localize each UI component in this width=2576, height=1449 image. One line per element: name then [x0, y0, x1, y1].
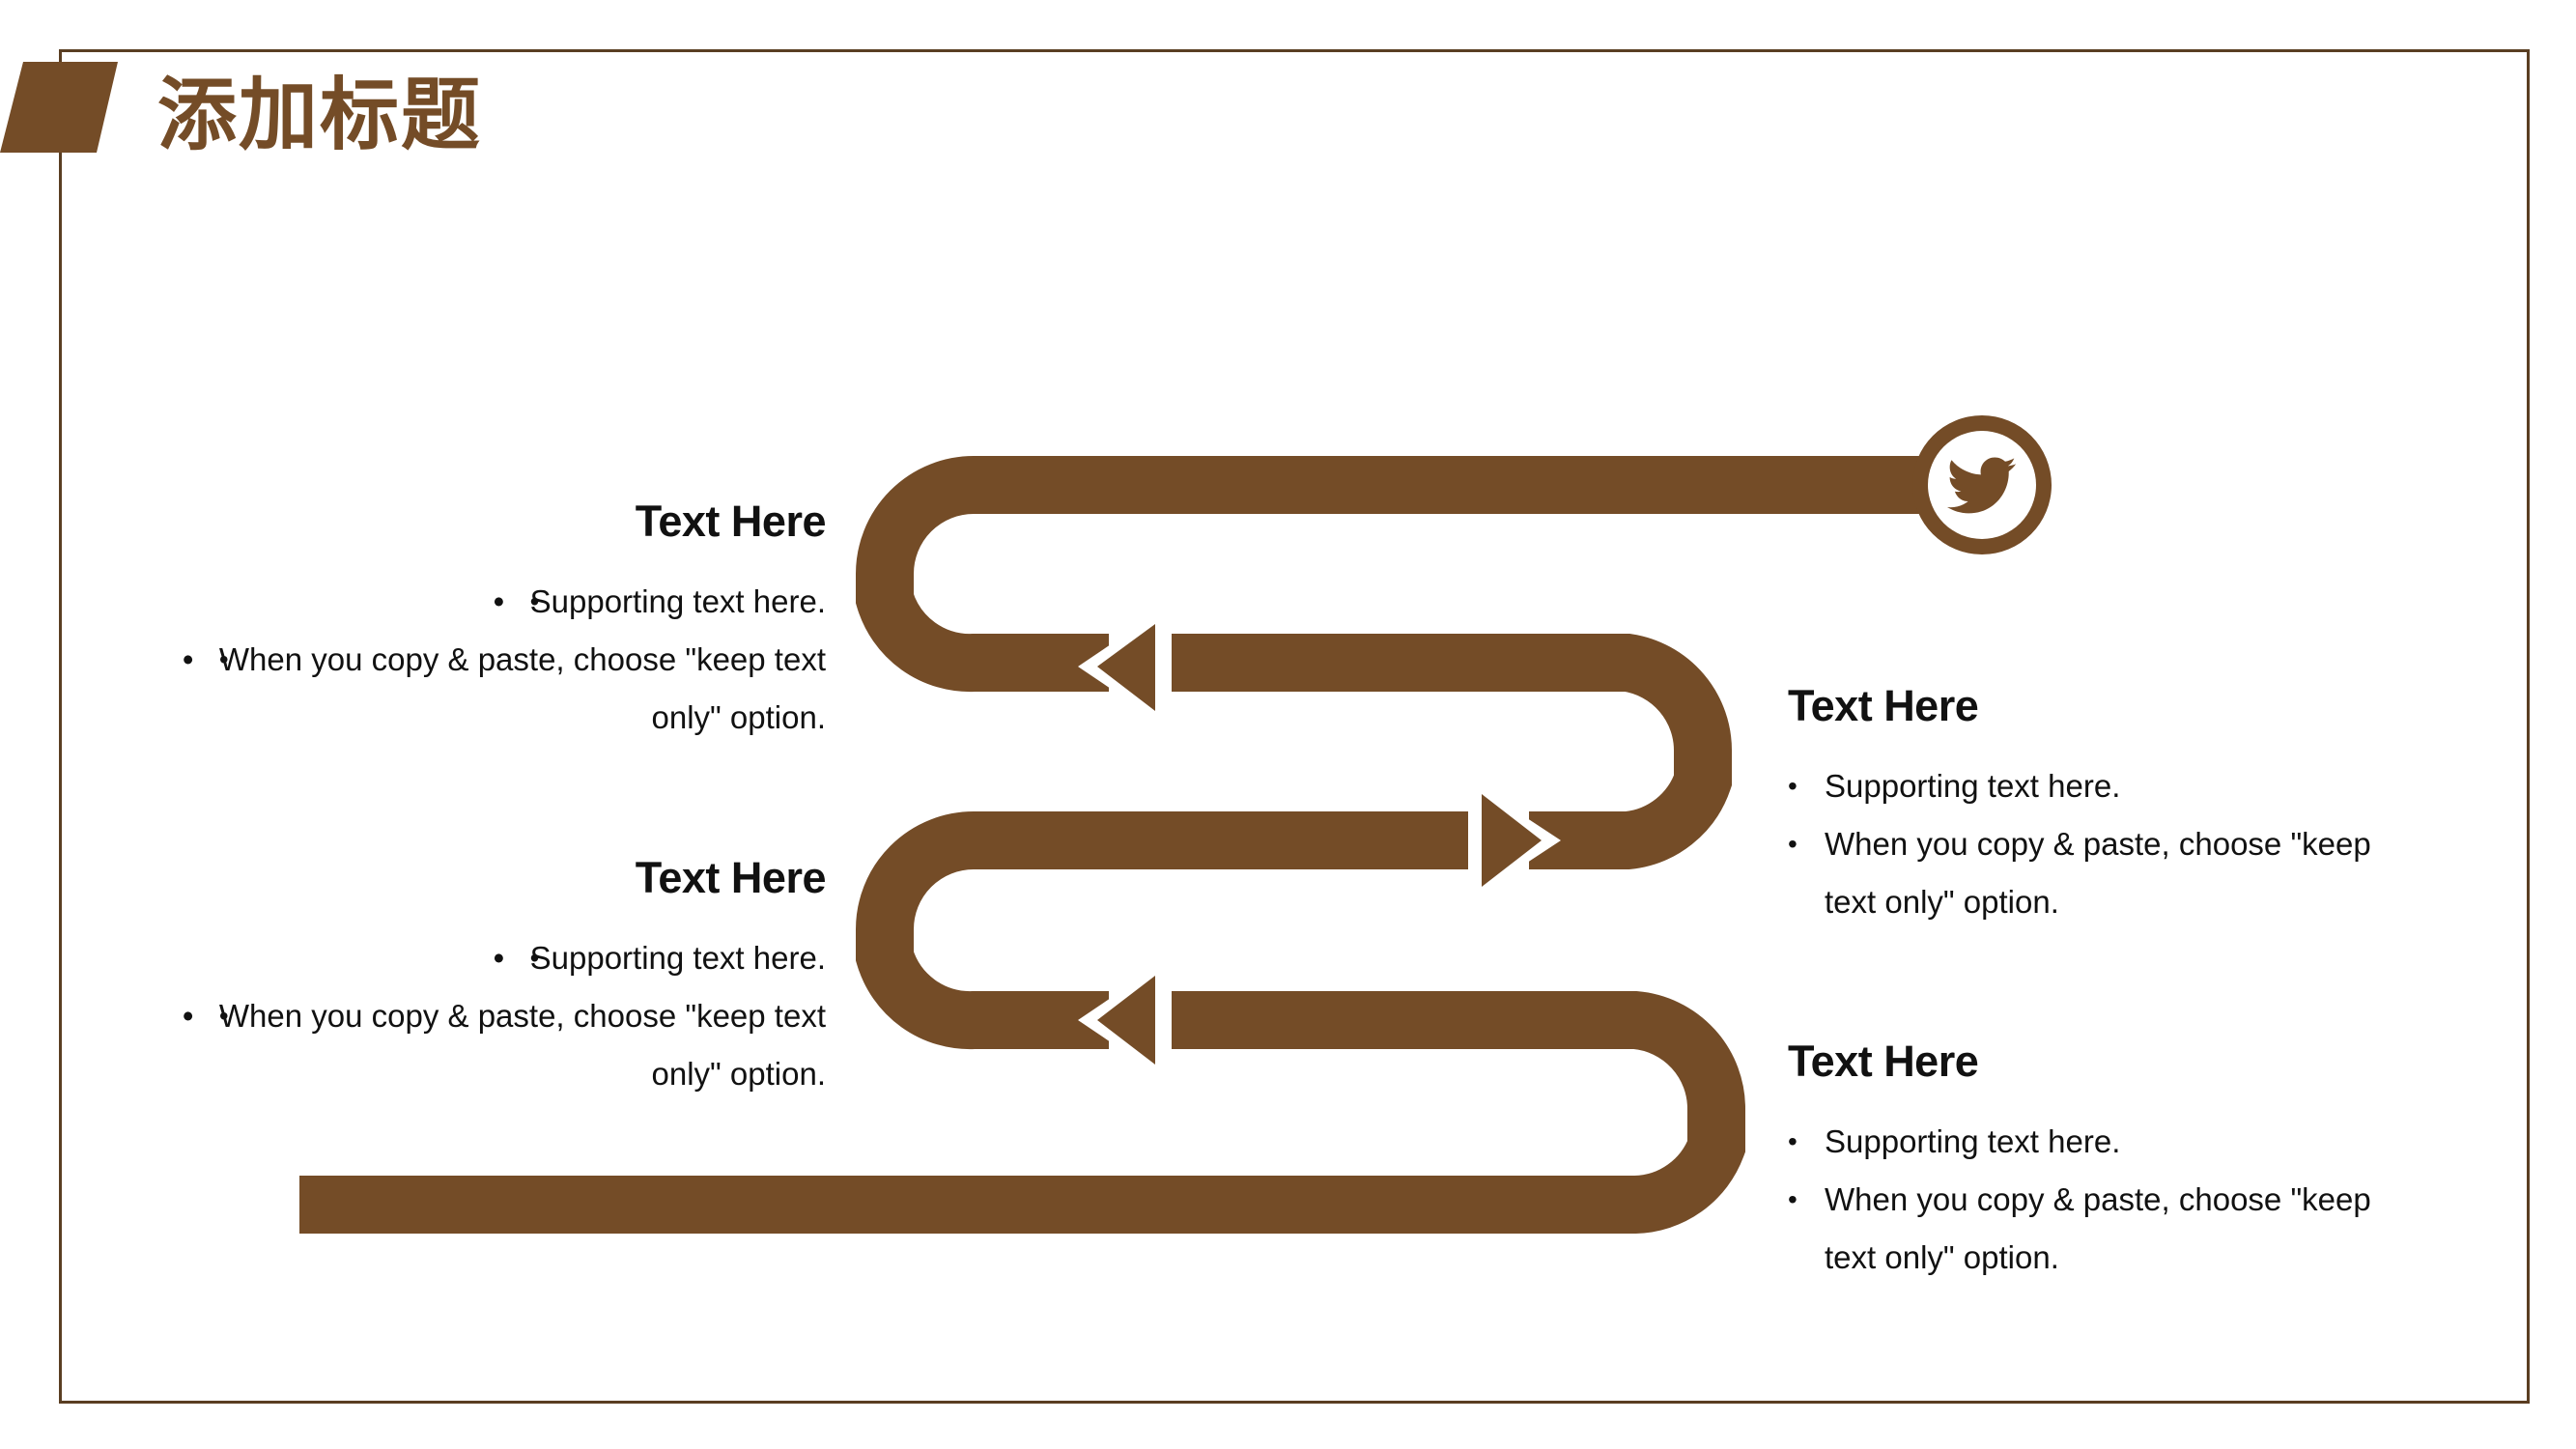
title-tab-shape: [0, 62, 118, 153]
bullet-item: •Supporting text here.: [169, 929, 826, 987]
arrow-right-1: [1482, 788, 1561, 893]
text-block-left-bottom: Text Here •Supporting text here. •When y…: [169, 852, 827, 1103]
bullet-list: Supporting text here. When you copy & pa…: [1788, 1113, 2416, 1287]
block-heading: Text Here: [1788, 681, 1979, 730]
bullet-item: When you copy & paste, choose "keep text…: [1788, 815, 2416, 931]
twitter-bird-icon: [1946, 457, 2017, 514]
block-heading: Text Here: [635, 853, 827, 902]
bullet-item: •When you copy & paste, choose "keep tex…: [169, 987, 826, 1103]
text-block-right-bottom: Text Here Supporting text here. When you…: [1788, 1036, 2416, 1287]
path-segment-2: [1172, 634, 1732, 869]
path-segment-1: [856, 456, 1922, 693]
bullet-item: Supporting text here.: [1788, 757, 2416, 815]
bullet-item: •When you copy & paste, choose "keep tex…: [169, 631, 826, 747]
arrow-left-1: [1078, 614, 1155, 719]
bullet-item: •Supporting text here.: [169, 573, 826, 631]
path-segment-4: [299, 991, 1746, 1234]
text-block-left-top: Text Here •Supporting text here. •When y…: [169, 496, 827, 747]
bullet-list: •Supporting text here. •When you copy & …: [169, 573, 826, 747]
arrow-left-2: [1078, 968, 1155, 1072]
path-segment-3: [856, 811, 1468, 1050]
text-block-right-top: Text Here Supporting text here. When you…: [1788, 680, 2416, 931]
bullet-list: •Supporting text here. •When you copy & …: [169, 929, 826, 1103]
bullet-item: When you copy & paste, choose "keep text…: [1788, 1171, 2416, 1287]
block-heading: Text Here: [1788, 1037, 1979, 1086]
bullet-list: Supporting text here. When you copy & pa…: [1788, 757, 2416, 931]
block-heading: Text Here: [635, 497, 827, 546]
bullet-item: Supporting text here.: [1788, 1113, 2416, 1171]
slide-title: 添加标题: [157, 69, 483, 161]
slide-frame: [59, 49, 2530, 1404]
